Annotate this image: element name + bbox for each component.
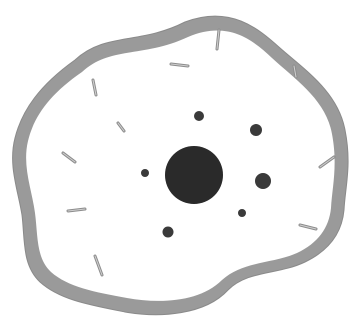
granule	[255, 173, 271, 189]
granule	[141, 169, 149, 177]
granule	[194, 111, 204, 121]
granule	[250, 124, 262, 136]
nucleus	[165, 146, 223, 204]
granule	[238, 209, 246, 217]
granule	[163, 227, 174, 238]
